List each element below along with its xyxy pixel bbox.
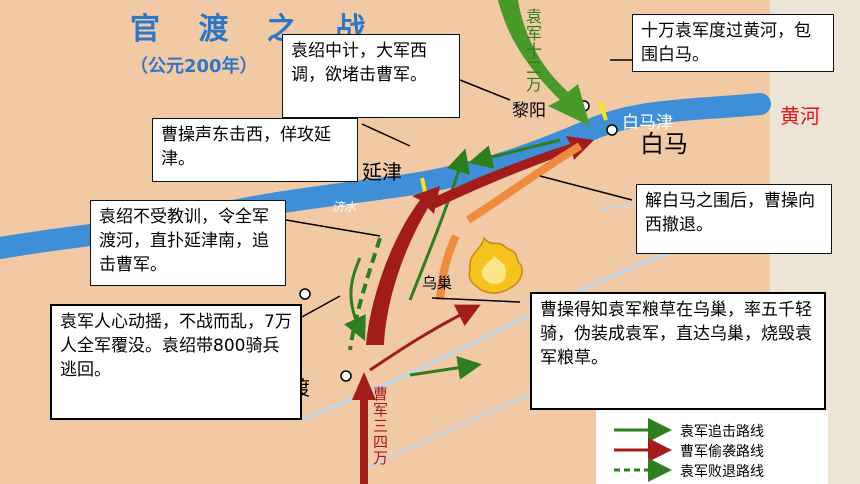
note-text-4: 解白马之围后，曹操向西撤退。: [645, 191, 815, 235]
leader-lines: [285, 59, 633, 319]
green-arrow-4: [409, 355, 482, 380]
legend-item-3: 袁军败退路线: [680, 461, 764, 481]
cao-troop-label: 曹军三四万: [371, 386, 389, 466]
wuchao-label: 乌巢: [422, 274, 453, 292]
green-arrow-2: [408, 148, 471, 301]
legend-label-2: 曹军偷袭路线: [680, 444, 764, 460]
baimajin-label: 白马津: [622, 113, 673, 133]
yuan-troop-label: 袁军十二万: [523, 8, 542, 93]
yanjin-south-dot: [299, 288, 311, 300]
note-text-2: 袁绍中计，大军西调，欲堵击曹军。: [291, 41, 427, 85]
legend-panel: [596, 410, 828, 484]
yuan-retreat-dashed: [348, 237, 382, 351]
legend-item-2: 曹军偷袭路线: [680, 441, 764, 461]
yellow-river-label: 黄河: [780, 104, 820, 128]
note-box-6: 袁军人心动摇，不战而乱，7万人全军覆没。袁绍带800骑兵逃回。: [50, 304, 302, 420]
legend-label-3: 袁军败退路线: [680, 464, 764, 480]
note-text-7: 曹操得知袁军粮草在乌巢，率五千轻骑，伪装成袁军，直达乌巢，烧毁袁军粮草。: [540, 300, 812, 368]
baima-dot: [606, 124, 618, 136]
liyang-label: 黎阳: [512, 101, 546, 121]
note-text-5: 袁绍不受教训，令全军渡河，直扑延津南，追击曹军。: [99, 207, 269, 275]
yuan-main-arrow: [498, 0, 590, 126]
cao-base-arrow: [352, 372, 376, 484]
cao-arrow-east: [428, 136, 594, 208]
map-subtitle: （公元200年）: [130, 56, 258, 77]
legend-item-1: 袁军追击路线: [680, 421, 764, 441]
note-box-4: 解白马之围后，曹操向西撤退。: [636, 184, 832, 254]
note-text-6: 袁军人心动摇，不战而乱，7万人全军覆没。袁绍带800骑兵逃回。: [60, 312, 292, 380]
baimajin-ferry-marker: [598, 101, 608, 121]
guandu-dot: [340, 370, 352, 382]
note-box-2: 袁绍中计，大军西调，欲堵击曹军。: [282, 34, 460, 118]
note-box-3: 曹操声东击西，佯攻延津。: [152, 118, 358, 182]
green-arrow-1: [468, 138, 561, 169]
orange-arrow-2: [465, 142, 583, 224]
note-box-1: 十万袁军度过黄河，包围白马。: [632, 14, 834, 72]
orange-arrow-1: [436, 234, 460, 301]
note-box-7: 曹操得知袁军粮草在乌巢，率五千轻骑，伪装成袁军，直达乌巢，烧毁袁军粮草。: [530, 292, 826, 410]
legend-label-1: 袁军追击路线: [680, 424, 764, 440]
note-box-5: 袁绍不受教训，令全军渡河，直扑延津南，追击曹军。: [90, 200, 286, 286]
wuchao-fire-icon: [468, 236, 523, 294]
baima-label: 白马: [640, 130, 688, 158]
note-text-3: 曹操声东击西，佯攻延津。: [161, 125, 331, 169]
note-text-1: 十万袁军度过黄河，包围白马。: [641, 21, 811, 65]
yanjin-label: 延津: [362, 160, 402, 184]
cao-raid-arrow: [369, 304, 481, 372]
cao-arrow-north: [366, 186, 440, 345]
jishui-label: 济水: [332, 200, 357, 214]
